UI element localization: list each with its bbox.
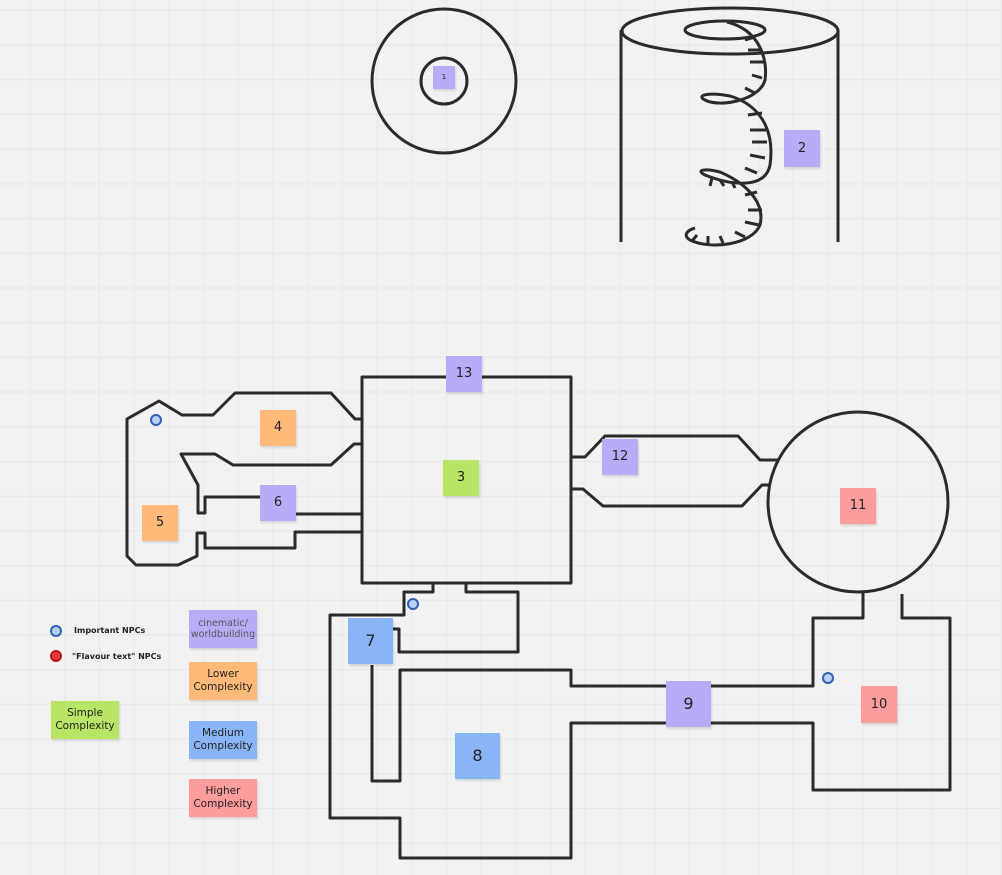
note-2[interactable]: 2 <box>784 130 820 167</box>
note-12[interactable]: 12 <box>602 439 638 475</box>
target-circles <box>370 7 518 155</box>
note-11[interactable]: 11 <box>840 488 876 524</box>
note-1[interactable]: 1 <box>433 66 455 89</box>
west-wing-walls <box>125 391 362 567</box>
legend-important-npcs: Important NPCs <box>74 626 146 635</box>
flavour-npc-legend-icon <box>50 650 62 662</box>
east-corridor-walls <box>571 410 950 594</box>
south-wing-walls <box>328 583 952 860</box>
legend-medium[interactable]: Medium Complexity <box>189 721 257 759</box>
important-npc-legend-icon <box>50 625 62 637</box>
important-npc-marker <box>822 672 834 684</box>
note-10[interactable]: 10 <box>861 686 897 723</box>
note-3[interactable]: 3 <box>443 460 479 496</box>
cylinder-tower <box>619 6 840 247</box>
note-4[interactable]: 4 <box>260 410 296 446</box>
note-8[interactable]: 8 <box>455 733 500 779</box>
note-5[interactable]: 5 <box>142 505 178 541</box>
legend-cinematic[interactable]: cinematic/ worldbuilding <box>189 610 257 648</box>
note-13[interactable]: 13 <box>446 356 482 392</box>
important-npc-marker <box>150 414 162 426</box>
legend-flavour-npcs: "Flavour text" NPCs <box>72 652 162 661</box>
legend-higher[interactable]: Higher Complexity <box>189 779 257 817</box>
legend-lower[interactable]: Lower Complexity <box>189 662 257 700</box>
note-6[interactable]: 6 <box>260 485 296 521</box>
note-7[interactable]: 7 <box>348 618 393 664</box>
note-9[interactable]: 9 <box>666 681 711 727</box>
legend-simple[interactable]: Simple Complexity <box>51 701 119 739</box>
important-npc-marker <box>407 598 419 610</box>
